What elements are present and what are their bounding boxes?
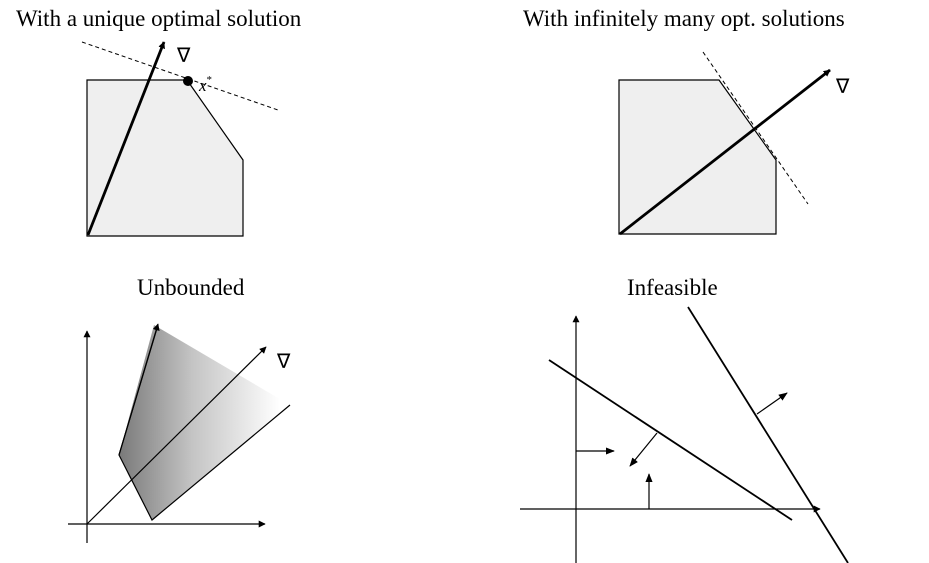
constraint-line-1 — [548, 359, 793, 521]
gradient-arrow — [619, 68, 831, 236]
panel-unique: ∇ x* — [81, 41, 279, 237]
panel-title-infeasible: Infeasible — [627, 275, 718, 300]
constraint-line-2 — [687, 306, 849, 563]
gradient-arrow — [86, 346, 267, 525]
optimal-point — [183, 76, 193, 86]
gradient-label: ∇ — [276, 349, 291, 373]
gradient-label: ∇ — [835, 74, 850, 98]
gradient-arrow — [86, 41, 166, 236]
feasible-region — [618, 79, 777, 235]
panel-infeasible — [520, 306, 849, 563]
constraint-direction-arrow — [756, 392, 788, 415]
gradient-label: ∇ — [176, 43, 191, 67]
panel-unbounded: ∇ — [68, 323, 291, 543]
feasible-region — [86, 79, 244, 237]
boundary-arrow — [118, 323, 160, 456]
panel-title-unique: With a unique optimal solution — [16, 6, 302, 31]
feasible-region — [119, 325, 290, 520]
optimal-point-label: x* — [198, 74, 212, 95]
constraint-direction-arrow — [629, 432, 658, 467]
panel-title-unbounded: Unbounded — [137, 275, 245, 300]
panel-infinite: ∇ — [618, 51, 850, 236]
panel-title-infinite: With infinitely many opt. solutions — [523, 6, 845, 31]
